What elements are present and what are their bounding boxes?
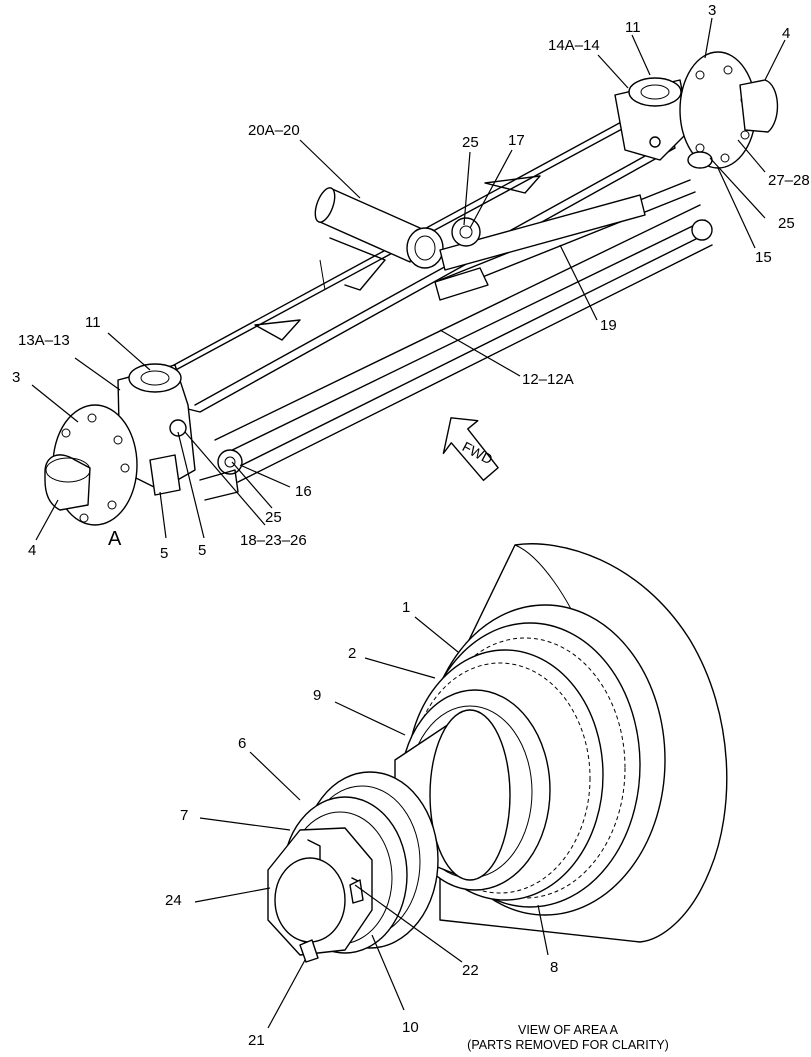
callout-3-right: 3 <box>708 2 716 19</box>
view-caption: VIEW OF AREA A (PARTS REMOVED FOR CLARIT… <box>467 1023 669 1052</box>
upper-leader-lines <box>31 17 786 541</box>
callout-d8: 8 <box>550 959 558 976</box>
callout-d22: 22 <box>462 962 479 979</box>
axle-assembly: FWD 11 13 <box>12 2 810 562</box>
lower-leader-lines <box>194 616 549 1029</box>
callout-19: 19 <box>600 317 617 334</box>
callout-25-right: 25 <box>778 215 795 232</box>
callout-13a-13: 13A–13 <box>18 332 70 349</box>
left-knuckle-hub <box>44 363 239 526</box>
callout-17: 17 <box>508 132 525 149</box>
callout-d6: 6 <box>238 735 246 752</box>
callout-14a-14: 14A–14 <box>548 37 600 54</box>
callout-20a-20: 20A–20 <box>248 122 300 139</box>
steering-cylinder <box>314 187 646 301</box>
caption-line2: (PARTS REMOVED FOR CLARITY) <box>467 1038 669 1052</box>
callout-3-left: 3 <box>12 369 20 386</box>
right-knuckle-hub <box>614 51 779 169</box>
callout-d2: 2 <box>348 645 356 662</box>
callout-18-23-26: 18–23–26 <box>240 532 307 549</box>
callout-4-left: 4 <box>28 542 36 559</box>
callout-16: 16 <box>295 483 312 500</box>
axle-beam <box>149 117 676 413</box>
callout-11-left: 11 <box>85 314 101 331</box>
key-22 <box>349 879 364 904</box>
callout-15: 15 <box>755 249 772 266</box>
callout-area-a: A <box>108 528 122 550</box>
callout-5-b: 5 <box>198 542 206 559</box>
callout-d9: 9 <box>313 687 321 704</box>
fwd-arrow: FWD <box>442 417 499 482</box>
callout-d24: 24 <box>165 892 182 909</box>
lower-callouts: 1 2 9 6 7 24 22 8 21 10 <box>165 599 558 1049</box>
upper-callouts: 11 13A–13 3 4 A 5 5 18–23–26 25 16 12–12… <box>12 2 810 562</box>
caption-line1: VIEW OF AREA A <box>518 1023 619 1037</box>
callout-d7: 7 <box>180 807 188 824</box>
callout-5-a: 5 <box>160 545 168 562</box>
callout-25-left: 25 <box>265 509 282 526</box>
spindle-end <box>274 857 346 943</box>
callout-11-right: 11 <box>625 19 641 36</box>
callout-d1: 1 <box>402 599 410 616</box>
callout-25-mid: 25 <box>462 134 479 151</box>
callout-4-right: 4 <box>782 25 790 42</box>
cotter-pin <box>299 939 319 963</box>
detail-view-a: 1 2 9 6 7 24 22 8 21 10 VIEW OF AREA A (… <box>165 543 728 1052</box>
callout-12-12a: 12–12A <box>522 371 574 388</box>
callout-d21: 21 <box>248 1032 265 1049</box>
callout-27-28: 27–28 <box>768 172 810 189</box>
callout-d10: 10 <box>402 1019 419 1036</box>
